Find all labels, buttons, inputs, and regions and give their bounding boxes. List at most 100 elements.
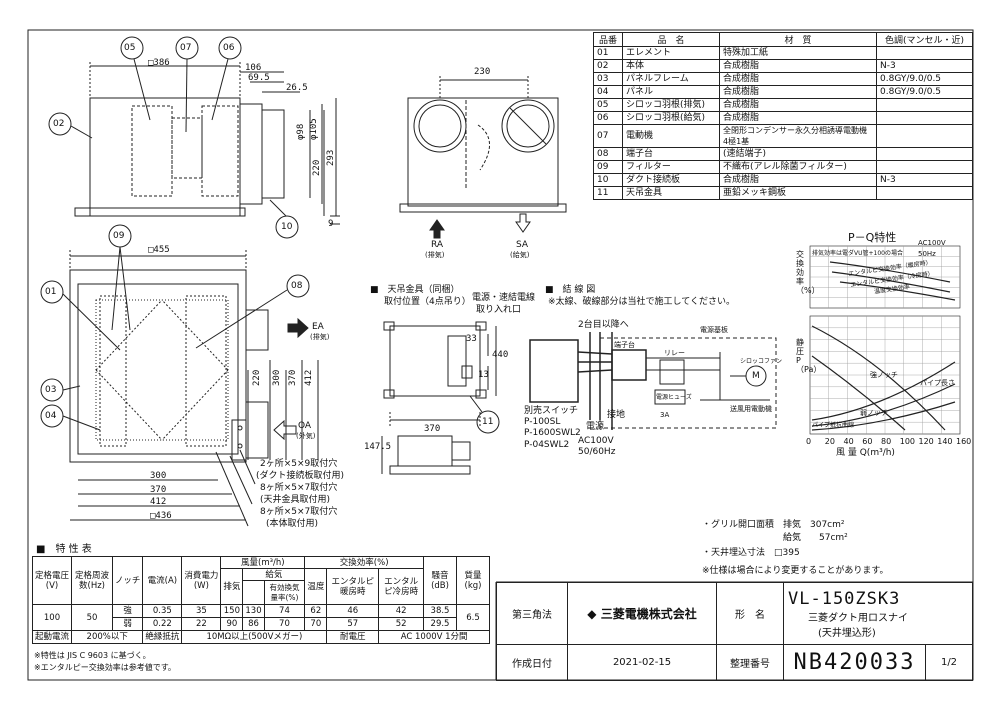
mounting-note: (本体取付用) [266, 519, 319, 529]
callout: 11 [482, 417, 494, 427]
parts-cell: N-3 [876, 59, 973, 73]
mounting-note: 8ヶ所×5×7取付穴 [260, 483, 338, 493]
pq-xlabel: 風 量 Q(m³/h) [836, 448, 895, 458]
spec-subhead: エンタルピ暖房時 [326, 568, 380, 605]
dim-label: 9 [328, 219, 334, 229]
ea-sub-label: (排気) [310, 333, 330, 341]
parts-cell: 01 [593, 46, 623, 60]
pq-curve [829, 261, 951, 283]
spec-table: 定格電圧(V) 定格周波数(Hz) ノッチ 電流(A) 消費電力(W) 風量(m… [31, 556, 490, 644]
tb-company-name: 三菱電機株式会社 [600, 607, 697, 621]
pq-xtick: 100 [899, 437, 916, 446]
spec-head: 定格周波数(Hz) [71, 556, 114, 605]
spec-voltage: 100 [31, 604, 73, 631]
dim-label: 220 [252, 369, 262, 386]
pq-curve-label: 強ノッチ [870, 371, 898, 379]
pq-curve [839, 281, 956, 301]
spec-head: 騒音(dB) [423, 556, 457, 605]
wiring-label: リレー [664, 349, 685, 357]
parts-cell: 本体 [622, 59, 720, 73]
spec-head: 交換効率(%) [304, 556, 424, 569]
wiring-note: ※太線、破線部分は当社で施工してください。 [548, 297, 736, 307]
wiring-title: ■ 結 線 図 [545, 285, 596, 295]
parts-cell [876, 160, 973, 174]
spec-cell: 22 [181, 617, 222, 631]
spec-start-value: 200%以下 [71, 630, 144, 644]
dim-label: □455 [148, 245, 170, 255]
spec-insulation-label: 絶縁抵抗 [142, 630, 183, 644]
tb-model-cell: VL-150ZSK3 三菱ダクト用ロスナイ (天井埋込形) [783, 582, 973, 645]
ra-sub-label: (排気) [425, 251, 445, 259]
parts-cell: 合成樹脂 [719, 98, 877, 112]
mounting-note: (ダクト接続板取付用) [256, 471, 345, 481]
pq-curve [831, 271, 951, 293]
dim-label: 370 [150, 485, 167, 495]
hanger-subtitle: 取付位置（4点吊り） [384, 297, 471, 307]
parts-cell [876, 147, 973, 161]
spec-cell: 35 [181, 604, 222, 618]
service-label: 電源・速結電線 [472, 293, 536, 303]
parts-cell: ダクト接続板 [622, 173, 720, 187]
parts-cell: 天吊金具 [622, 186, 720, 200]
oa-sub-label: (外気) [296, 432, 316, 440]
wiring-label: 2台目以降へ [578, 320, 629, 330]
wiring-label: 電源ヒューズ [656, 394, 692, 401]
parts-cell: フィルター [622, 160, 720, 174]
spec-head: 電流(A) [142, 556, 183, 605]
parts-header: 品 名 [622, 32, 720, 47]
dim-label: φ105 [309, 118, 319, 140]
parts-cell: シロッコ羽根(給気) [622, 111, 720, 125]
parts-cell [876, 186, 973, 200]
parts-cell: 合成樹脂 [719, 111, 877, 125]
spec-head: 定格電圧(V) [31, 556, 73, 605]
dim-label: 440 [492, 350, 509, 360]
callout: 03 [45, 385, 57, 395]
tb-page: 1/2 [925, 644, 973, 681]
spec-subhead: 有効換気量率(%) [263, 580, 306, 605]
dim-label: □436 [150, 511, 172, 521]
callout: 07 [180, 43, 192, 53]
dim-label: 26.5 [286, 83, 308, 93]
parts-cell: 合成樹脂 [719, 72, 877, 86]
spec-cell: 52 [378, 617, 424, 631]
parts-cell: 合成樹脂 [719, 173, 877, 187]
dim-label: 412 [304, 369, 314, 386]
parts-cell: 合成樹脂 [719, 85, 877, 99]
spec-subhead: 温度 [304, 568, 328, 605]
front-view-drawing [399, 76, 567, 239]
parts-cell: 亜鉛メッキ鋼板 [719, 186, 877, 200]
spec-title: ■ 特 性 表 [36, 544, 92, 555]
tb-product: 三菱ダクト用ロスナイ [808, 612, 908, 624]
dim-label: 370 [424, 424, 441, 434]
wiring-label: P-04SWL2 [524, 440, 570, 450]
spec-cell: 74 [263, 604, 306, 618]
ea-label: EA [312, 322, 324, 332]
tb-product-sub: (天井埋込形) [818, 627, 876, 639]
spec-cell: 46 [326, 604, 380, 618]
pq-title: P－Q特性 [848, 231, 897, 244]
dim-label: 69.5 [248, 73, 270, 83]
sa-sub-label: (給気) [510, 251, 530, 259]
parts-cell: パネル [622, 85, 720, 99]
parts-cell: 04 [593, 85, 623, 99]
pq-ylabel-bottom: 静圧 P（Pa） [796, 338, 822, 374]
spec-subhead: エンタルピ冷房時 [378, 568, 424, 605]
parts-cell: 不織布(アレル除菌フィルター) [719, 160, 877, 174]
pq-xtick: 60 [862, 437, 873, 446]
pq-chart-drawing [809, 245, 961, 435]
spec-cell: 38.5 [423, 604, 457, 618]
pq-xtick: 0 [806, 437, 812, 446]
tb-date-label: 作成日付 [496, 644, 568, 681]
parts-cell: パネルフレーム [622, 72, 720, 86]
wiring-label: 送風用電動機 [730, 405, 772, 413]
spec-head: 風量(m³/h) [220, 556, 306, 569]
pq-curve [811, 401, 956, 431]
